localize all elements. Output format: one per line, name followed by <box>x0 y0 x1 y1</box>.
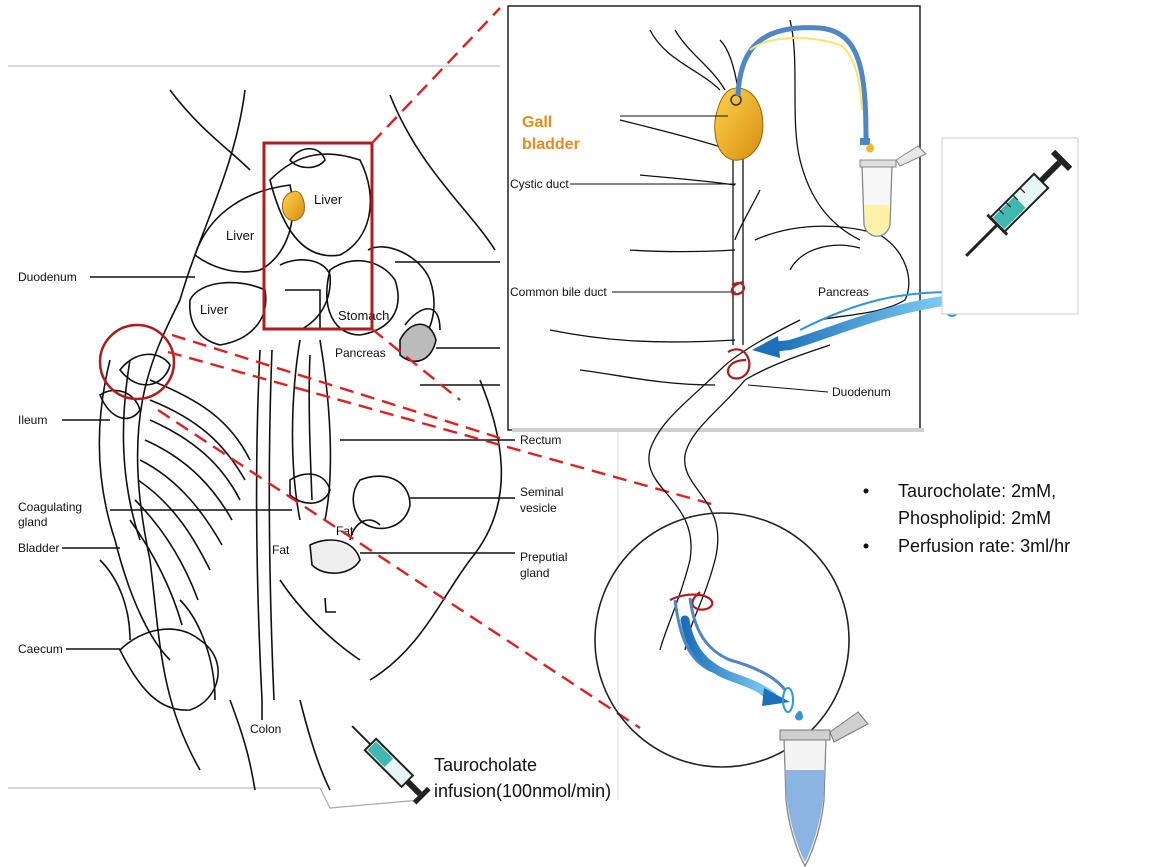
label-gall-2: bladder <box>522 136 580 153</box>
label-rectum: Rectum <box>520 433 561 447</box>
syringe-icon <box>345 719 431 805</box>
label-seminal-2: vesicle <box>520 501 557 515</box>
infusion-rate: infusion(100nmol/min) <box>434 781 611 801</box>
ileum-highlight-circle <box>100 325 174 399</box>
label-inset-pancreas: Pancreas <box>818 285 869 299</box>
label-liver-left: Liver <box>226 228 255 243</box>
label-duodenum: Duodenum <box>18 270 77 284</box>
label-common-bile-duct: Common bile duct <box>510 285 607 299</box>
label-fat-right: Fat <box>336 524 354 538</box>
gall-bladder-small-icon <box>282 191 304 220</box>
gall-bladder-icon <box>715 88 763 160</box>
condition-2: Perfusion rate: 3ml/hr <box>898 536 1070 556</box>
label-gall-1: Gall <box>522 114 552 131</box>
ileum-zoom-circle <box>595 513 849 767</box>
label-inset-duodenum: Duodenum <box>832 385 891 399</box>
label-liver-center: Liver <box>314 192 343 207</box>
label-coagulating-1: Coagulating <box>18 500 82 514</box>
label-seminal-1: Seminal <box>520 485 563 499</box>
label-cystic-duct: Cystic duct <box>510 177 569 191</box>
label-stomach: Stomach <box>338 308 389 323</box>
microtube-icon <box>780 712 868 866</box>
condition-1-line-1: Taurocholate: 2mM, <box>898 481 1056 501</box>
label-bladder: Bladder <box>18 541 59 555</box>
infusion-title: Taurocholate <box>434 755 537 775</box>
condition-1-line-2: Phospholipid: 2mM <box>898 508 1051 528</box>
label-pancreas: Pancreas <box>335 346 386 360</box>
label-fat-left: Fat <box>272 543 290 557</box>
label-ileum: Ileum <box>18 413 47 427</box>
label-caecum: Caecum <box>18 642 63 656</box>
label-colon: Colon <box>250 722 281 736</box>
label-liver-lower: Liver <box>200 302 229 317</box>
label-coagulating-2: gland <box>18 515 47 529</box>
label-preputial-2: gland <box>520 566 549 580</box>
label-preputial-1: Preputial <box>520 550 567 564</box>
inset-panel <box>508 6 924 650</box>
conditions-list: Taurocholate: 2mM, Phospholipid: 2mM Per… <box>864 481 1071 556</box>
ileum-cannula <box>675 598 803 721</box>
